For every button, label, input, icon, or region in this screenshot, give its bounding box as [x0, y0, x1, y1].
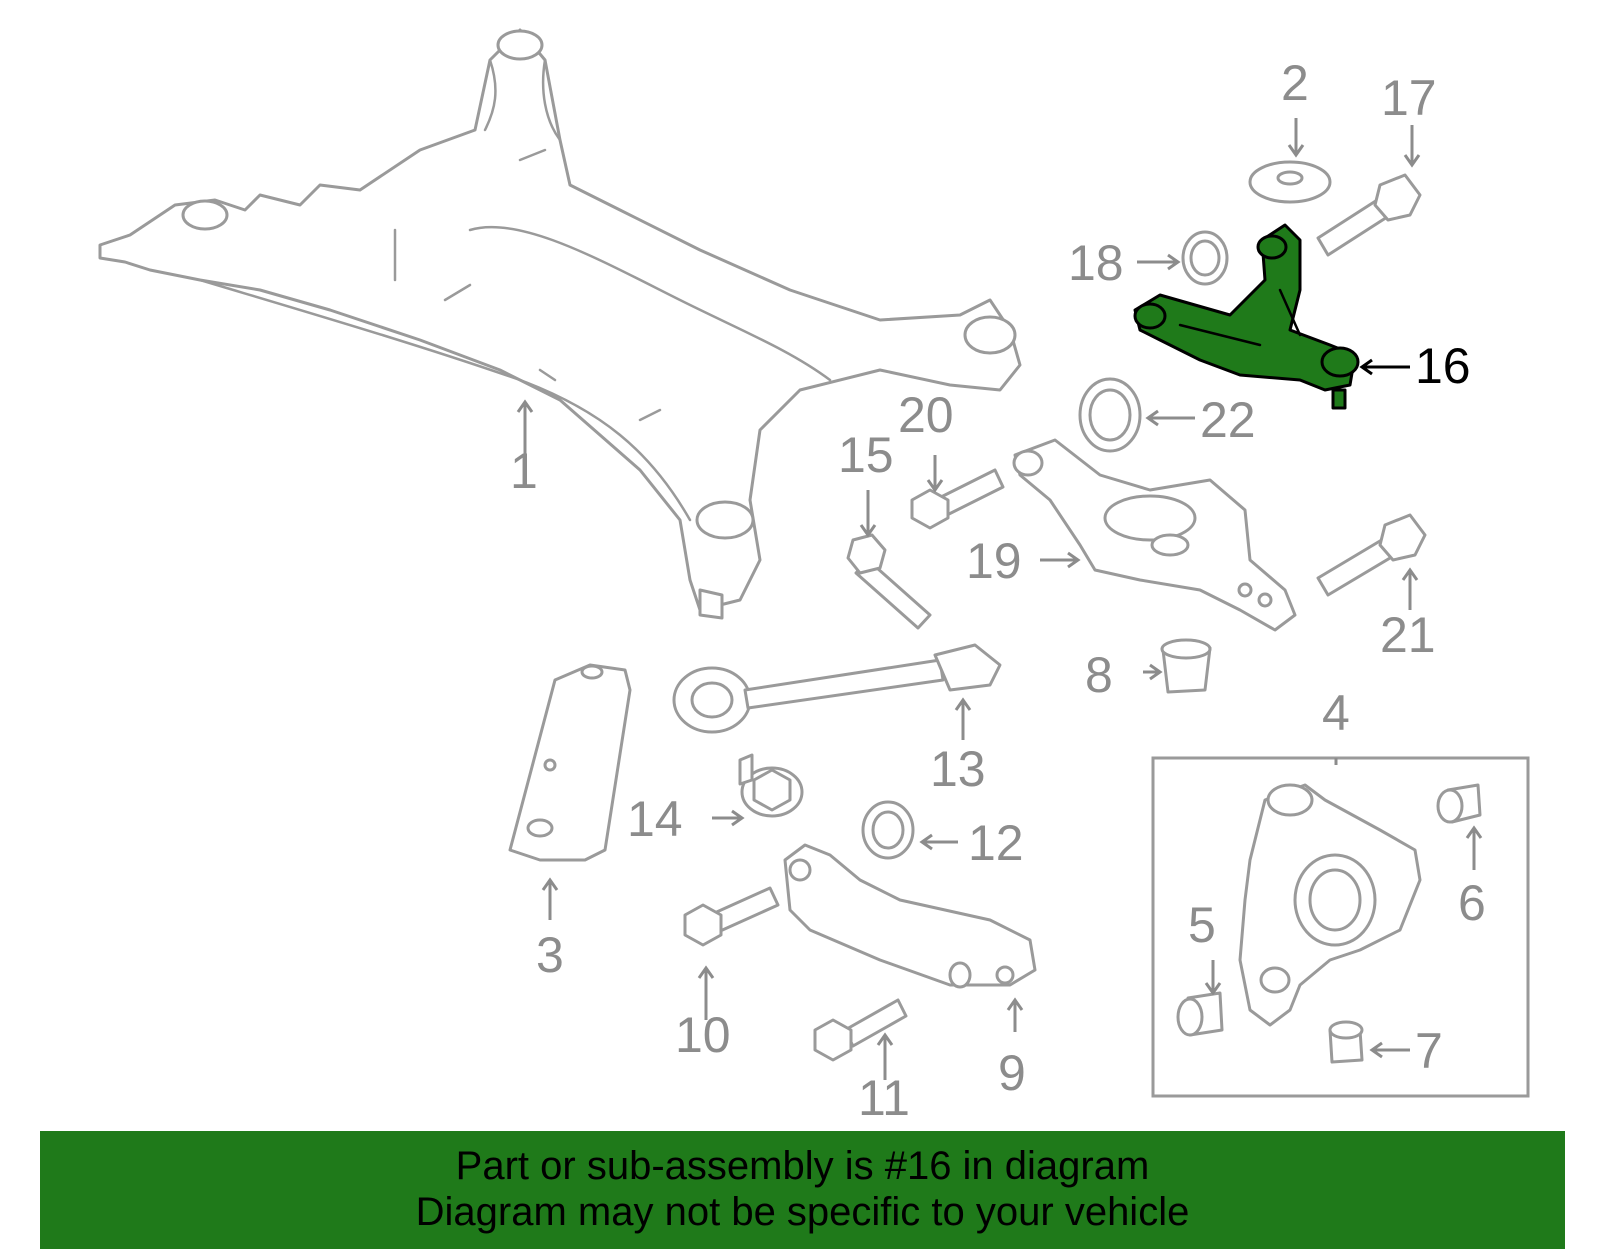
part-13-link [672, 643, 1002, 734]
callout-13: 13 [930, 741, 986, 797]
info-banner: Part or sub-assembly is #16 in diagram D… [40, 1131, 1565, 1249]
leader-arrows [516, 118, 1483, 1080]
callout-21: 21 [1380, 607, 1436, 663]
callout-1: 1 [510, 443, 538, 499]
callout-10: 10 [675, 1007, 731, 1063]
part-9-arm [783, 843, 1037, 989]
part-10-bolt [683, 886, 780, 947]
banner-line-1: Part or sub-assembly is #16 in diagram [455, 1144, 1150, 1188]
part-17-bolt [1316, 173, 1422, 257]
callout-17: 17 [1381, 70, 1437, 126]
callout-19: 19 [966, 533, 1022, 589]
callout-18: 18 [1068, 235, 1124, 291]
part-3-plate [508, 663, 632, 862]
part-4-knuckle-group [1151, 756, 1530, 1098]
part-15-bolt [846, 533, 932, 630]
callout-8: 8 [1085, 647, 1113, 703]
callout-3: 3 [536, 927, 564, 983]
callout-16: 16 [1415, 338, 1471, 394]
callout-4: 4 [1322, 685, 1350, 741]
part-19-lower-arm [1012, 438, 1297, 632]
callout-6: 6 [1458, 875, 1486, 931]
part-8-bushing [1160, 638, 1212, 694]
part-11-bolt [813, 998, 908, 1062]
callout-15: 15 [838, 427, 894, 483]
part-16-upper-arm [1133, 223, 1360, 410]
callout-11: 11 [858, 1070, 910, 1126]
part-21-bolt [1316, 513, 1427, 597]
callout-14: 14 [627, 791, 683, 847]
callout-9: 9 [998, 1045, 1026, 1101]
callout-5: 5 [1188, 897, 1216, 953]
part-1-subframe [98, 28, 1022, 620]
part-20-bolt [910, 468, 1005, 530]
part-18-washer [1181, 230, 1229, 286]
part-12-washer [861, 800, 915, 860]
callout-7: 7 [1415, 1023, 1443, 1079]
callout-12: 12 [968, 815, 1024, 871]
callout-2: 2 [1281, 55, 1309, 111]
part-22-washer [1078, 377, 1142, 453]
part-14-bolt [738, 753, 804, 818]
banner-line-2: Diagram may not be specific to your vehi… [415, 1190, 1190, 1234]
callout-labels: 1 2 3 4 5 6 7 8 9 10 11 12 13 14 15 16 1… [510, 55, 1486, 1126]
callout-20: 20 [898, 387, 954, 443]
part-2-washer [1248, 160, 1332, 204]
callout-22: 22 [1200, 392, 1256, 448]
